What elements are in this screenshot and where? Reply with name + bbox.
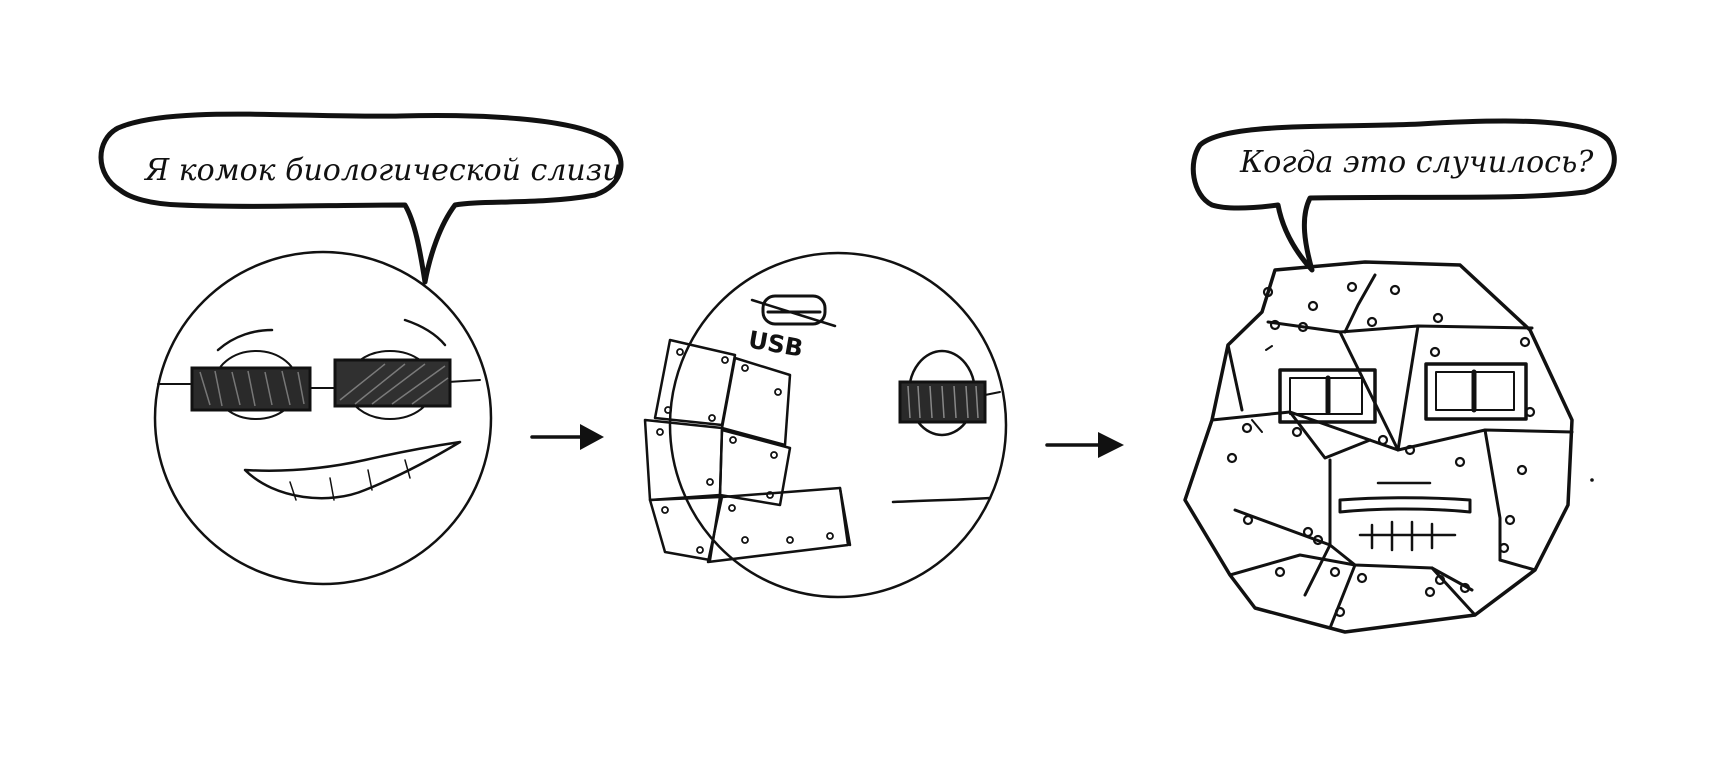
sunglasses-lens-left: [190, 366, 312, 412]
robot-eye-right: [1424, 362, 1528, 421]
sunglasses-lens: [898, 380, 987, 424]
robot-face: [1183, 260, 1594, 634]
rivets: [656, 348, 834, 554]
speech-text-1: Я комок биологической слизи: [143, 153, 621, 188]
sunglasses-lens-right: [333, 358, 452, 408]
metal-plates: [643, 338, 852, 564]
biological-face: [153, 250, 493, 586]
rivets: [1226, 281, 1536, 618]
grin: [243, 440, 462, 500]
speech-bubble-1: Я комок биологической слизи: [98, 111, 624, 285]
transforming-face: USB: [643, 251, 1008, 599]
robot-plates: [1183, 273, 1574, 630]
speech-text-2: Когда это случилось?: [1239, 145, 1594, 180]
arrow-right-icon: [1045, 432, 1124, 458]
speech-bubble-2: Когда это случилось?: [1190, 118, 1617, 273]
arrow-right-icon: [530, 424, 604, 450]
robot-eye-left: [1278, 368, 1377, 424]
robot-mouth: [1338, 496, 1472, 552]
usb-port-icon: USB: [746, 294, 837, 363]
usb-label: USB: [746, 326, 805, 363]
